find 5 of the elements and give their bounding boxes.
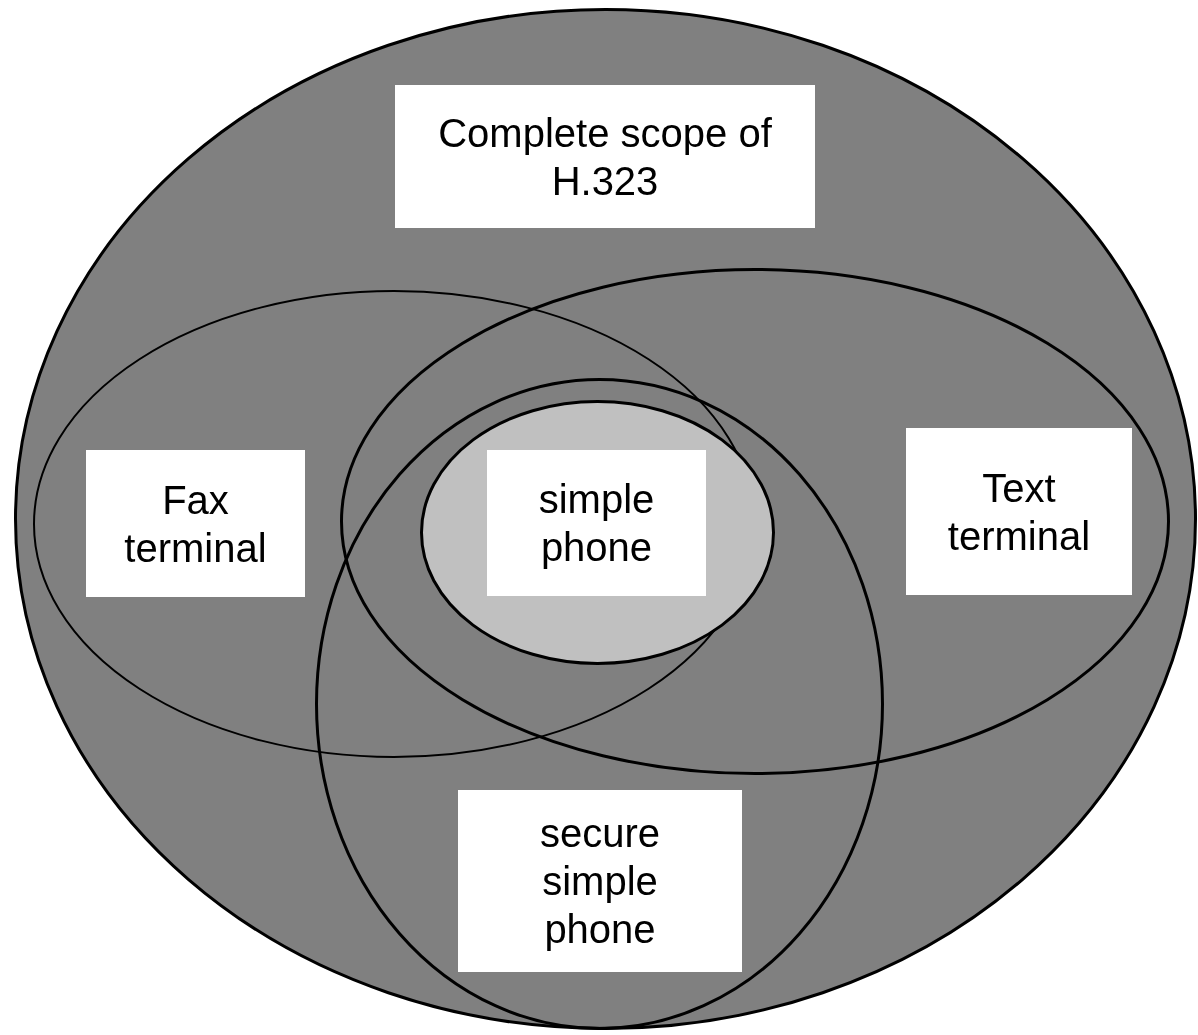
set-label: Fax terminal xyxy=(86,450,305,597)
set-label: secure simple phone xyxy=(458,790,742,972)
set-label: Complete scope of H.323 xyxy=(395,85,815,228)
set-label: Text terminal xyxy=(906,428,1132,595)
set-label: simple phone xyxy=(487,450,706,596)
